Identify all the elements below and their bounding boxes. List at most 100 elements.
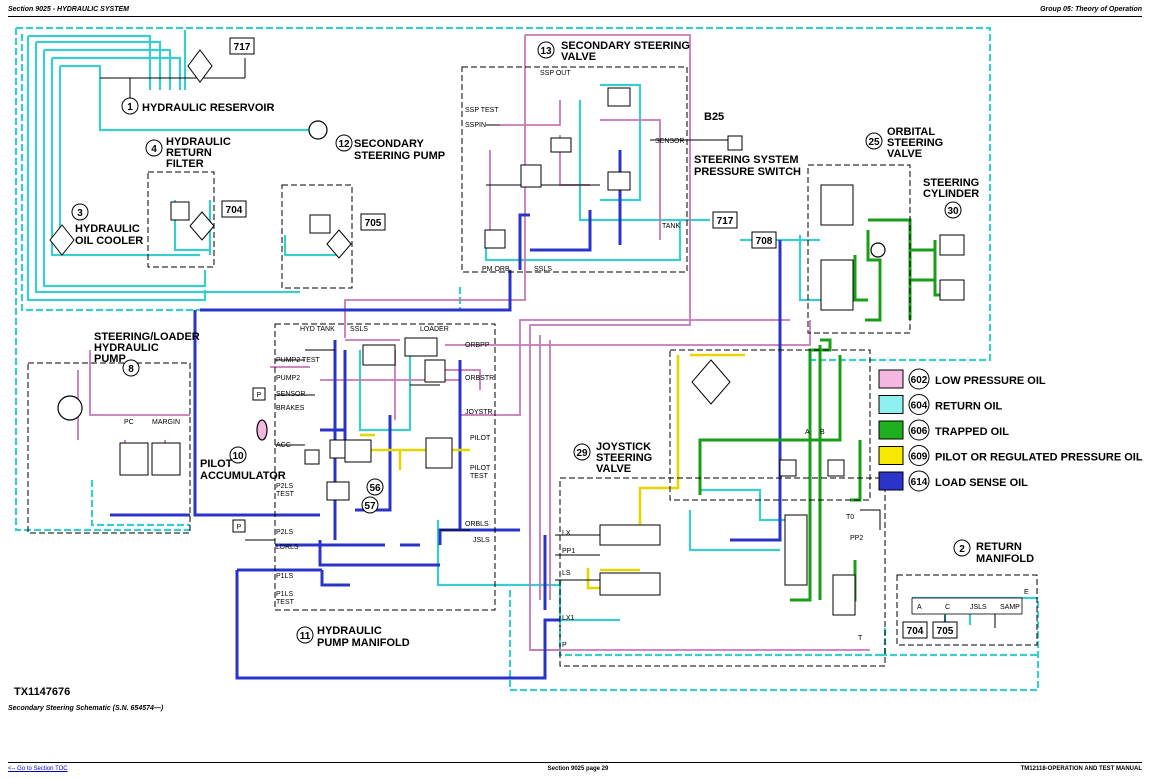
port-joystr: JOYSTR xyxy=(465,409,493,416)
box-705-a: 705 xyxy=(365,218,382,229)
c30-num: 30 xyxy=(947,206,959,217)
legend-label: LOAD SENSE OIL xyxy=(935,477,1028,489)
figure-caption: Secondary Steering Schematic (S.N. 65457… xyxy=(8,705,164,712)
hydraulic-lines-black xyxy=(27,58,1038,667)
callout-1 xyxy=(121,97,139,115)
b25-line2: PRESSURE SWITCH xyxy=(694,166,801,178)
port-brakes: BRAKES xyxy=(276,405,305,412)
callout-10 xyxy=(229,446,247,464)
port-ssp-out: SSP OUT xyxy=(540,70,571,77)
c29-line2: STEERING xyxy=(596,452,652,464)
port-ssls: SSLS xyxy=(534,266,552,273)
c8-line3: PUMP xyxy=(94,353,126,365)
legend-callout xyxy=(908,368,930,390)
manifold-port-e: E xyxy=(1024,589,1029,596)
c4-num: 4 xyxy=(151,144,157,155)
footer-rule xyxy=(8,762,1142,763)
c8-line2: HYDRAULIC xyxy=(94,342,159,354)
header-rule xyxy=(8,16,1142,17)
c29-num: 29 xyxy=(576,448,588,459)
callout-25 xyxy=(865,132,883,150)
c1-label: HYDRAULIC RESERVOIR xyxy=(142,102,274,114)
legend-label: TRAPPED OIL xyxy=(935,426,1009,438)
callout-3 xyxy=(71,203,89,221)
callout-57 xyxy=(361,496,379,514)
c56-num: 56 xyxy=(369,483,381,494)
callout-2 xyxy=(953,539,971,557)
p-symbol-1: P xyxy=(257,392,262,399)
legend-item: 606 TRAPPED OIL xyxy=(878,419,1009,441)
port-p1ls: P1LS xyxy=(276,573,293,580)
box-704-b: 704 xyxy=(907,626,924,637)
port-orbls: ORBLS xyxy=(465,521,489,528)
box-717-a: 717 xyxy=(234,42,251,53)
port-tank: TANK xyxy=(662,223,680,230)
legend-swatch xyxy=(878,420,904,440)
callout-29 xyxy=(573,443,591,461)
port-sspin: SSPIN xyxy=(465,122,486,129)
port-p: P xyxy=(562,642,567,649)
port-pc: PC xyxy=(124,419,134,426)
port-b: B xyxy=(820,429,825,436)
c12-num: 12 xyxy=(338,139,350,150)
box-708: 708 xyxy=(756,236,773,247)
port-pilot: PILOT xyxy=(470,435,491,442)
port-ssls-2: SSLS xyxy=(350,326,368,333)
port-hyd-tank: HYD TANK xyxy=(300,326,335,333)
c25-line2: STEERING xyxy=(887,137,943,149)
callout-4 xyxy=(145,139,163,157)
c30-line2: CYLINDER xyxy=(923,188,979,200)
manifold-port-a: A xyxy=(917,604,922,611)
port-sensor: SENSOR xyxy=(655,138,685,145)
legend-callout xyxy=(908,394,930,415)
c13-line2: VALVE xyxy=(561,51,596,63)
c25-line3: VALVE xyxy=(887,148,922,160)
c2-line2: MANIFOLD xyxy=(976,553,1034,565)
port-pump2-test: PUMP2 TEST xyxy=(276,357,321,364)
legend-callout xyxy=(908,470,930,492)
port-orbstr: ORBSTR xyxy=(465,375,494,382)
port-lx1: LX1 xyxy=(562,615,575,622)
c4-line2: RETURN xyxy=(166,147,212,159)
c4-line1: HYDRAULIC xyxy=(166,136,231,148)
port-pilot-test-1: PILOT xyxy=(470,465,491,472)
callout-13 xyxy=(537,41,555,59)
port-pm-orb: PM ORB xyxy=(482,266,510,273)
figure-id: TX1147676 xyxy=(14,686,71,698)
c13-num: 13 xyxy=(540,46,552,57)
c30-line1: STEERING xyxy=(923,177,979,189)
box-705-b: 705 xyxy=(937,626,954,637)
header-section: Section 9025 - HYDRAULIC SYSTEM xyxy=(8,6,129,13)
port-jsls: JSLS xyxy=(473,537,490,544)
port-ldrls: LDRLS xyxy=(276,544,299,551)
port-p2ls: P2LS xyxy=(276,529,293,536)
c10-num: 10 xyxy=(232,451,244,462)
page-number: Section 9025 page 29 xyxy=(547,766,609,772)
section-toc-link[interactable]: <-- Go to Section TOC xyxy=(8,766,68,772)
c8-num: 8 xyxy=(128,364,134,375)
legend-swatch xyxy=(878,471,904,491)
port-pump2: PUMP2 xyxy=(276,375,300,382)
c11-line1: HYDRAULIC xyxy=(317,625,382,637)
c12-line1: SECONDARY xyxy=(354,138,425,150)
valve-symbols xyxy=(119,87,965,616)
c10-line2: ACCUMULATOR xyxy=(200,470,286,482)
manifold-port-c: C xyxy=(945,604,950,611)
component-labels: 1 HYDRAULIC RESERVOIR 2 RETURN MANIFOLD … xyxy=(71,40,1034,649)
legend-number: 606 xyxy=(911,426,928,437)
port-ssp-test: SSP TEST xyxy=(465,107,499,114)
port-margin: MARGIN xyxy=(152,419,180,426)
c8-line1: STEERING/LOADER xyxy=(94,331,200,343)
legend-number: 609 xyxy=(911,452,928,463)
c10-line1: PILOT xyxy=(200,458,233,470)
c11-line2: PUMP MANIFOLD xyxy=(317,637,410,649)
p-symbol-2: P xyxy=(237,524,242,531)
legend-label: LOW PRESSURE OIL xyxy=(935,375,1046,387)
manifold-port-jsls: JSLS xyxy=(970,604,987,611)
legend-swatch xyxy=(878,395,904,414)
